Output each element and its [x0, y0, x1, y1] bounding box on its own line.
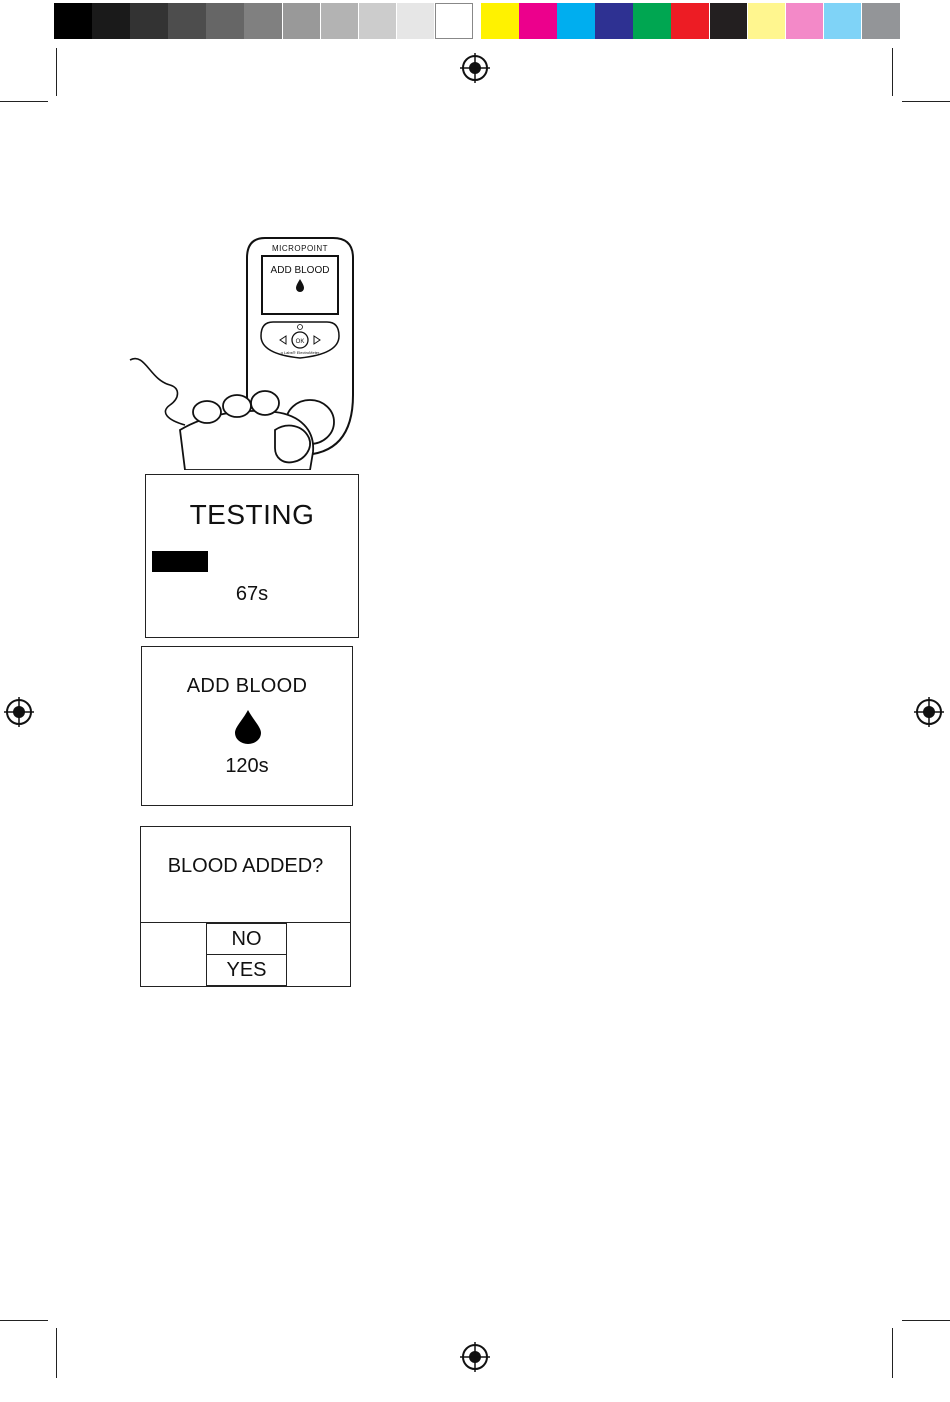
device-display-text: ADD BLOOD	[271, 265, 330, 276]
color-swatch	[671, 3, 709, 39]
color-swatch	[481, 3, 519, 39]
color-swatch	[786, 3, 824, 39]
grayscale-calibration-bar	[54, 3, 473, 39]
registration-target-icon	[458, 51, 492, 85]
device-brand-label: MICROPOINT	[272, 244, 328, 253]
color-swatch	[557, 3, 595, 39]
gray-swatch	[435, 3, 473, 39]
blood-drop-icon	[233, 709, 263, 745]
device-subtext: q Labs® ElectroMeter	[281, 350, 320, 355]
crop-mark	[0, 1320, 48, 1321]
gray-swatch	[206, 3, 244, 39]
gray-swatch	[168, 3, 206, 39]
crop-mark	[892, 48, 893, 96]
cord-line	[130, 359, 185, 425]
gray-swatch	[130, 3, 168, 39]
crop-mark	[56, 48, 57, 96]
color-calibration-bar	[481, 3, 900, 39]
testing-screen: TESTING 67s	[145, 474, 359, 638]
registration-target-icon	[2, 695, 36, 729]
color-swatch	[519, 3, 557, 39]
testing-timer: 67s	[146, 583, 358, 606]
blood-added-question: BLOOD ADDED?	[141, 855, 350, 878]
fingertip	[275, 426, 310, 463]
gray-swatch	[244, 3, 282, 39]
testing-progress-bar	[152, 551, 208, 572]
testing-title: TESTING	[146, 499, 358, 531]
gray-swatch	[359, 3, 397, 39]
gray-swatch	[397, 3, 435, 39]
color-swatch	[862, 3, 900, 39]
registration-target-icon	[458, 1340, 492, 1374]
gray-swatch	[92, 3, 130, 39]
registration-target-icon	[912, 695, 946, 729]
no-option[interactable]: NO	[206, 923, 287, 955]
ok-button-label: OK	[296, 339, 305, 345]
crop-mark	[0, 101, 48, 102]
add-blood-title: ADD BLOOD	[142, 675, 352, 698]
color-swatch	[595, 3, 633, 39]
crop-mark	[902, 101, 950, 102]
add-blood-screen: ADD BLOOD 120s	[141, 646, 353, 806]
gray-swatch	[283, 3, 321, 39]
meter-with-finger-illustration: MICROPOINT ADD BLOOD OK q Labs® ElectroM…	[125, 230, 360, 470]
gray-swatch	[54, 3, 92, 39]
color-swatch	[633, 3, 671, 39]
yes-option[interactable]: YES	[206, 954, 287, 986]
crop-mark	[892, 1328, 893, 1378]
crop-mark	[56, 1328, 57, 1378]
color-swatch	[710, 3, 748, 39]
add-blood-timer: 120s	[142, 755, 352, 778]
crop-mark	[902, 1320, 950, 1321]
gray-swatch	[321, 3, 359, 39]
color-swatch	[824, 3, 862, 39]
color-swatch	[748, 3, 786, 39]
blood-added-screen: BLOOD ADDED? NO YES	[140, 826, 351, 987]
